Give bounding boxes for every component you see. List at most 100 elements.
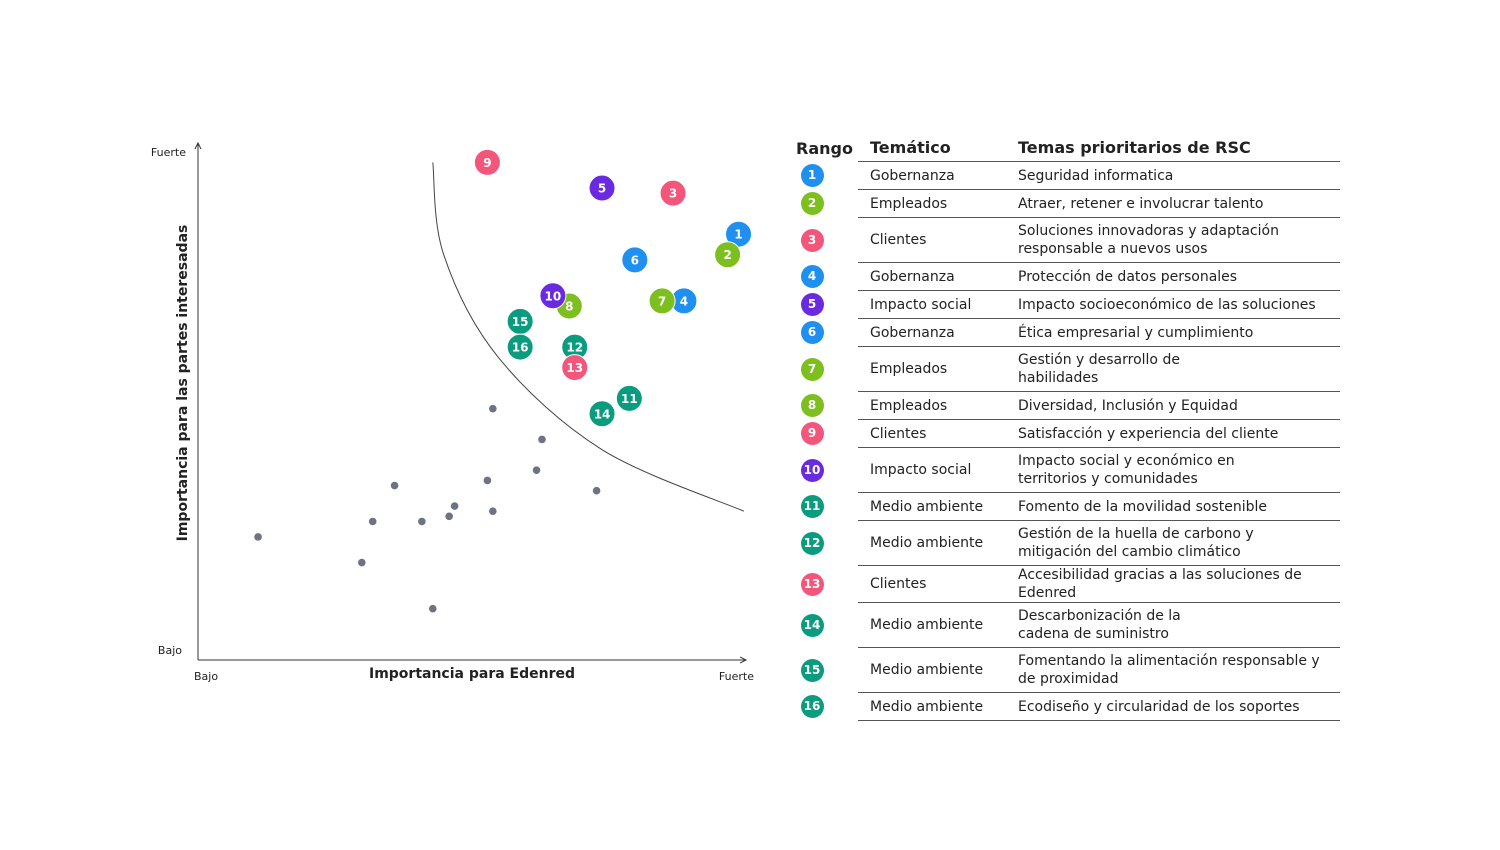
minor-point bbox=[368, 517, 377, 526]
point-13-marker bbox=[561, 354, 589, 382]
point-7-marker bbox=[648, 287, 676, 315]
topic-header: Temas prioritarios de RSC bbox=[1006, 138, 1340, 162]
minor-point bbox=[538, 435, 546, 444]
topic-cell: Fomentando la alimentación responsable y… bbox=[1006, 647, 1340, 693]
theme-cell: Medio ambiente bbox=[858, 647, 1006, 693]
point-11: 11 bbox=[615, 384, 643, 412]
point-11-marker bbox=[615, 384, 643, 412]
point-12-label: 12 bbox=[566, 341, 583, 355]
point-3: 3 bbox=[659, 179, 687, 207]
theme-header: Temático bbox=[858, 138, 1006, 162]
topic-cell: Ética empresarial y cumplimiento bbox=[1006, 318, 1340, 347]
minor-point bbox=[418, 517, 426, 526]
y-tick-bottom: Bajo bbox=[158, 644, 182, 657]
topic-cell: Satisfacción y experiencia del cliente bbox=[1006, 419, 1340, 448]
point-5-label: 5 bbox=[598, 182, 606, 196]
rank-badge: 8 bbox=[800, 394, 824, 417]
rank-cell: 2 bbox=[796, 190, 858, 218]
point-5: 5 bbox=[588, 174, 616, 202]
rank-cell: 5 bbox=[796, 291, 858, 319]
minor-point bbox=[489, 507, 497, 516]
theme-cell: Impacto social bbox=[858, 290, 1006, 319]
theme-cell: Medio ambiente bbox=[858, 602, 1006, 648]
rank-cell: 7 bbox=[796, 347, 858, 392]
minor-point bbox=[254, 533, 262, 541]
point-15-label: 15 bbox=[512, 315, 529, 329]
point-1-label: 1 bbox=[734, 228, 742, 242]
theme-cell: Medio ambiente bbox=[858, 520, 1006, 566]
topic-cell: Accesibilidad gracias a las soluciones d… bbox=[1006, 565, 1340, 603]
theme-cell: Clientes bbox=[858, 217, 1006, 263]
point-9-label: 9 bbox=[483, 156, 491, 170]
topic-cell: Ecodiseño y circularidad de los soportes bbox=[1006, 692, 1340, 721]
point-1: 1 bbox=[725, 220, 753, 248]
topic-cell: Gestión y desarrollo de habilidades bbox=[1006, 346, 1340, 392]
x-tick-right: Fuerte bbox=[719, 670, 754, 683]
theme-cell: Gobernanza bbox=[858, 318, 1006, 347]
point-14-marker bbox=[588, 400, 616, 428]
topic-cell: Protección de datos personales bbox=[1006, 262, 1340, 291]
point-4-label: 4 bbox=[680, 294, 688, 308]
rank-cell: 8 bbox=[796, 392, 858, 420]
y-tick-top: Fuerte bbox=[151, 146, 186, 159]
point-9-marker bbox=[473, 148, 501, 176]
minor-point bbox=[592, 486, 601, 495]
threshold-curve bbox=[432, 162, 745, 512]
rank-cell: 15 bbox=[796, 648, 858, 693]
theme-cell: Empleados bbox=[858, 346, 1006, 392]
topic-cell: Atraer, retener e involucrar talento bbox=[1006, 189, 1340, 218]
minor-point bbox=[390, 481, 399, 490]
theme-cell: Gobernanza bbox=[858, 262, 1006, 291]
topic-cell: Soluciones innovadoras y adaptación resp… bbox=[1006, 217, 1340, 263]
point-6-label: 6 bbox=[631, 253, 639, 267]
point-5-marker bbox=[588, 174, 616, 202]
point-14-label: 14 bbox=[594, 407, 611, 421]
rank-cell: 9 bbox=[796, 420, 858, 448]
rank-cell: 3 bbox=[796, 218, 858, 263]
rank-cell: 10 bbox=[796, 448, 858, 493]
minor-point bbox=[532, 466, 541, 474]
point-6-marker bbox=[621, 246, 649, 274]
minor-point bbox=[358, 558, 366, 567]
theme-cell: Clientes bbox=[858, 565, 1006, 603]
theme-cell: Clientes bbox=[858, 419, 1006, 448]
point-9: 9 bbox=[473, 148, 501, 176]
rank-header: Rango bbox=[796, 138, 853, 158]
point-7-label: 7 bbox=[658, 294, 666, 308]
topic-cell: Fomento de la movilidad sostenible bbox=[1006, 492, 1340, 521]
x-axis-title: Importancia para Edenred bbox=[369, 666, 575, 682]
point-2-label: 2 bbox=[723, 248, 731, 262]
minor-point bbox=[428, 604, 437, 613]
topic-cell: Seguridad informatica bbox=[1006, 161, 1340, 190]
topic-cell: Impacto socioeconómico de las soluciones bbox=[1006, 290, 1340, 319]
point-3-label: 3 bbox=[669, 187, 677, 201]
topic-cell: Gestión de la huella de carbono y mitiga… bbox=[1006, 520, 1340, 566]
rank-cell: 6 bbox=[796, 319, 858, 347]
rank-badge: 5 bbox=[800, 293, 824, 316]
theme-cell: Empleados bbox=[858, 189, 1006, 218]
rank-cell: 1 bbox=[796, 162, 858, 190]
rank-cell: 12 bbox=[796, 521, 858, 566]
rank-cell: 16 bbox=[796, 693, 858, 721]
minor-point bbox=[483, 476, 492, 485]
point-13-label: 13 bbox=[566, 361, 583, 375]
point-6: 6 bbox=[621, 246, 649, 274]
rank-badge: 2 bbox=[800, 192, 824, 215]
y-axis-title: Importancia para las partes interesadas bbox=[175, 225, 191, 542]
point-7: 7 bbox=[648, 287, 676, 315]
x-tick-left: Bajo bbox=[194, 670, 218, 683]
rank-badge: 16 bbox=[800, 695, 824, 718]
rank-cell: 13 bbox=[796, 566, 858, 603]
rank-badge: 6 bbox=[800, 321, 824, 344]
rank-badge: 14 bbox=[800, 613, 824, 637]
